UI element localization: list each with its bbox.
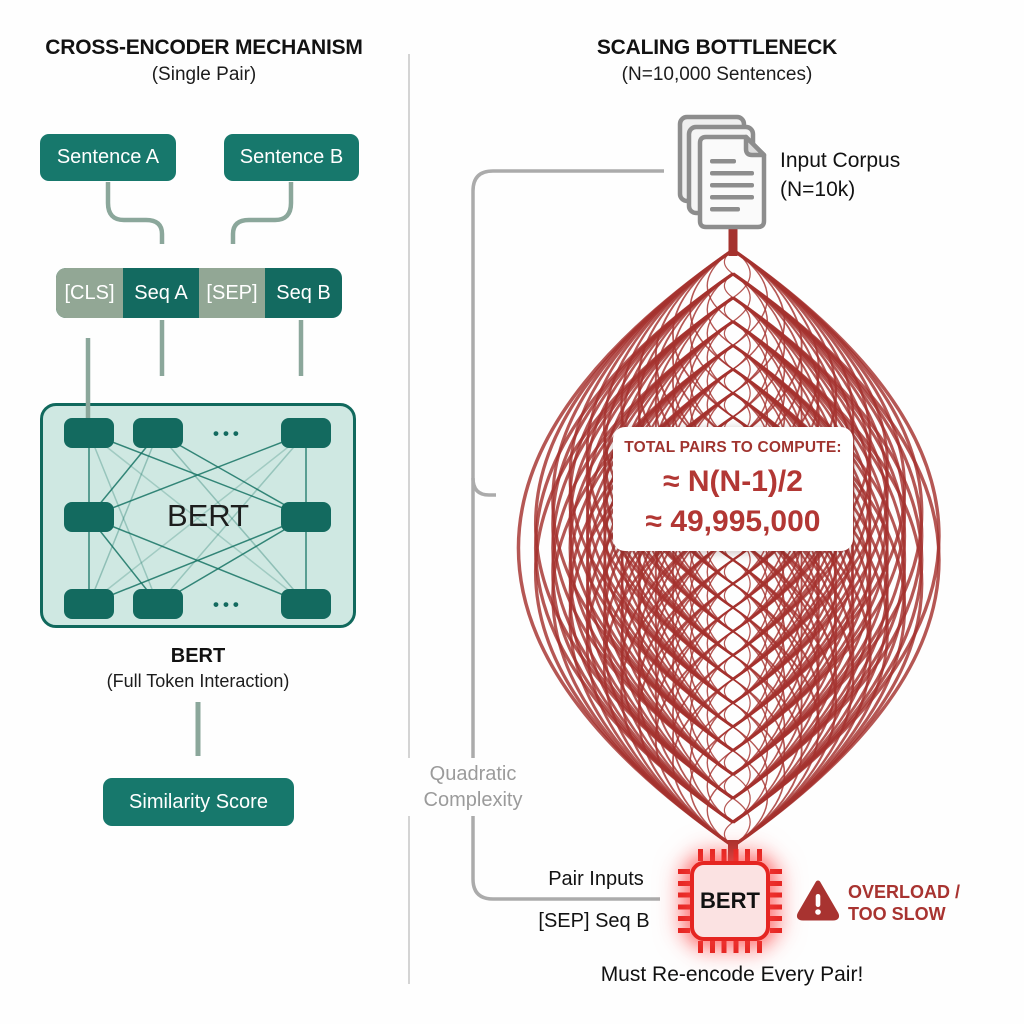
quadratic-line1: Quadratic [429,763,517,785]
panel-divider [408,54,410,984]
left-panel-header: CROSS-ENCODER MECHANISM (Single Pair) [0,36,408,86]
bert-node [64,502,114,532]
right-subtitle: (N=10,000 Sentences) [621,64,813,85]
chip-pins-bottom [698,941,762,953]
sentence-a-box: Sentence A [40,134,176,181]
pair-inputs-label: Pair Inputs [548,868,644,890]
documents-icon [677,114,767,230]
bert-label: BERT [166,498,250,533]
bert-node [133,418,183,448]
pairs-heading: TOTAL PAIRS TO COMPUTE: [624,439,842,456]
quadratic-complexity-label: Quadratic Complexity [408,758,538,816]
bert-caption: BERT (Full Token Interaction) [48,645,348,692]
left-subtitle: (Single Pair) [151,64,257,85]
corpus-label: Input Corpus (N=10k) [780,146,900,204]
sentence-b-label: Sentence B [239,146,344,168]
ellipsis-bottom: ••• [213,595,243,614]
warning-icon [796,880,840,921]
seqb-token-label: Seq B [276,281,331,304]
pairs-value: ≈ 49,995,000 [645,505,821,538]
chip-pins-top [698,849,762,861]
quadratic-line2: Complexity [423,789,523,811]
corpus-line2: (N=10k) [780,178,856,201]
bert-node [64,418,114,448]
bert-node [281,502,331,532]
bert-node [133,589,183,619]
sentence-a-label: Sentence A [56,146,160,168]
left-title: CROSS-ENCODER MECHANISM [45,36,363,59]
cls-token-label: [CLS] [64,281,115,304]
bert-node [64,589,114,619]
cls-segment [56,268,123,318]
bert-node [281,589,331,619]
bottom-note: Must Re-encode Every Pair! [600,963,864,986]
total-pairs-card: TOTAL PAIRS TO COMPUTE: ≈ N(N-1)/2 ≈ 49,… [613,427,853,551]
pairs-formula: ≈ N(N-1)/2 [663,465,803,498]
gray-flow-path [471,169,664,901]
chip-label: BERT [700,888,760,913]
similarity-score-label: Similarity Score [129,790,268,813]
overload-line1: OVERLOAD / [848,882,961,902]
overload-label: OVERLOAD / TOO SLOW [848,881,960,925]
chip-body: BERT [690,861,770,941]
green-arrows [85,182,304,756]
corpus-line1: Input Corpus [780,149,901,172]
bert-caption-title: BERT [170,645,226,667]
sep-token-label: [SEP] [206,281,258,304]
overload-line2: TOO SLOW [848,904,946,924]
seqa-token-label: Seq A [134,281,188,304]
chip-pins-right [770,869,782,933]
ellipsis-top: ••• [213,424,243,443]
right-panel-header: SCALING BOTTLENECK (N=10,000 Sentences) [410,36,1024,86]
token-sequence-bar: [CLS] Seq A [SEP] Seq B [56,268,342,318]
bert-chip: BERT [678,849,782,953]
chip-pins-left [678,869,690,933]
right-title: SCALING BOTTLENECK [596,36,838,59]
pair-tokens-label: [SEP] Seq B [538,910,650,932]
bert-caption-sub: (Full Token Interaction) [106,671,290,691]
similarity-score-box: Similarity Score [103,778,294,826]
sep-segment [199,268,265,318]
bert-node [281,418,331,448]
sentence-b-box: Sentence B [224,134,359,181]
